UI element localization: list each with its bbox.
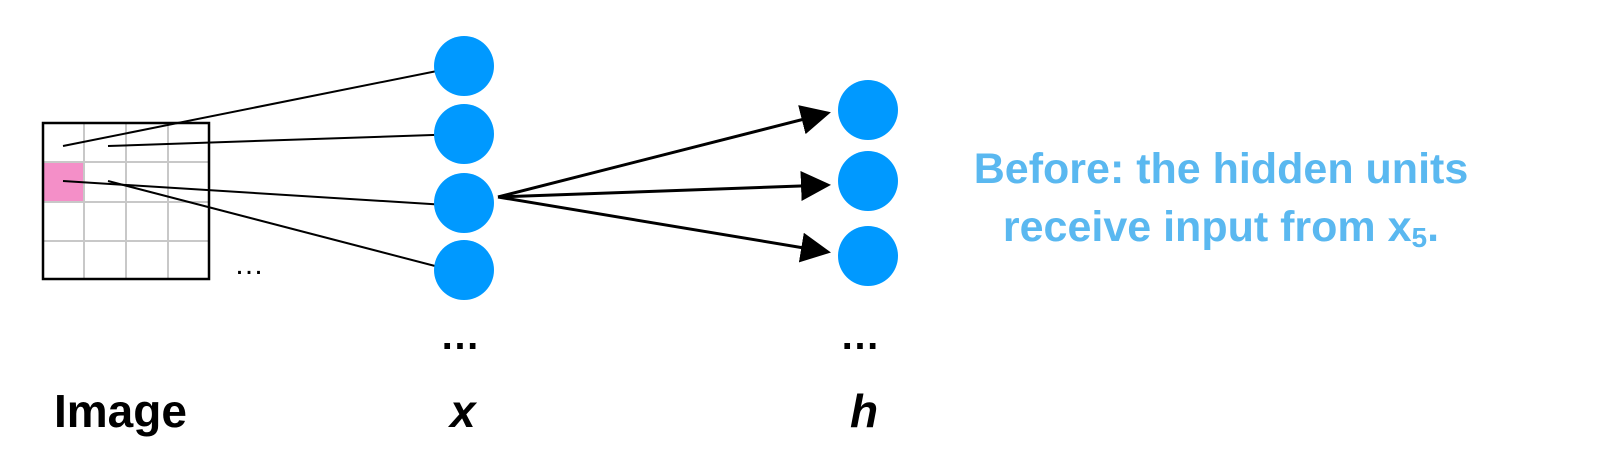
pixel-connections [62,65,463,274]
arrow-to-h3 [497,195,831,263]
h-ellipsis: … [840,314,880,358]
h-node [838,151,898,211]
pixel-connection [107,133,463,147]
h-nodes [838,80,898,286]
image-grid-border [41,121,211,281]
x-node [434,104,494,164]
x-nodes [434,36,494,300]
caption-line-2-suffix: . [1427,203,1440,251]
x-node [434,240,494,300]
hidden-arrows [497,105,831,263]
caption-line-1: Before: the hidden units [973,145,1469,193]
image-label: Image [54,385,187,437]
arrow-to-h1 [497,105,831,199]
h-node [838,80,898,140]
grid-ellipsis: … [234,248,264,281]
x-node [434,36,494,96]
h-label: h [850,385,879,437]
pixel-connection [62,65,463,147]
caption: Before: the hidden units receive input f… [928,140,1514,267]
pixel-connection [62,180,463,207]
x-node [434,173,494,233]
arrow-to-h2 [497,170,831,201]
x-ellipsis: … [440,314,480,358]
caption-line-2: receive input from x5. [928,198,1514,267]
caption-subscript: 5 [1411,222,1428,253]
pixel-connection [107,180,463,274]
h-node [838,226,898,286]
x-label: x [450,385,476,437]
caption-line-2-text: receive input from x [1002,203,1412,251]
grid-lines [44,123,209,279]
